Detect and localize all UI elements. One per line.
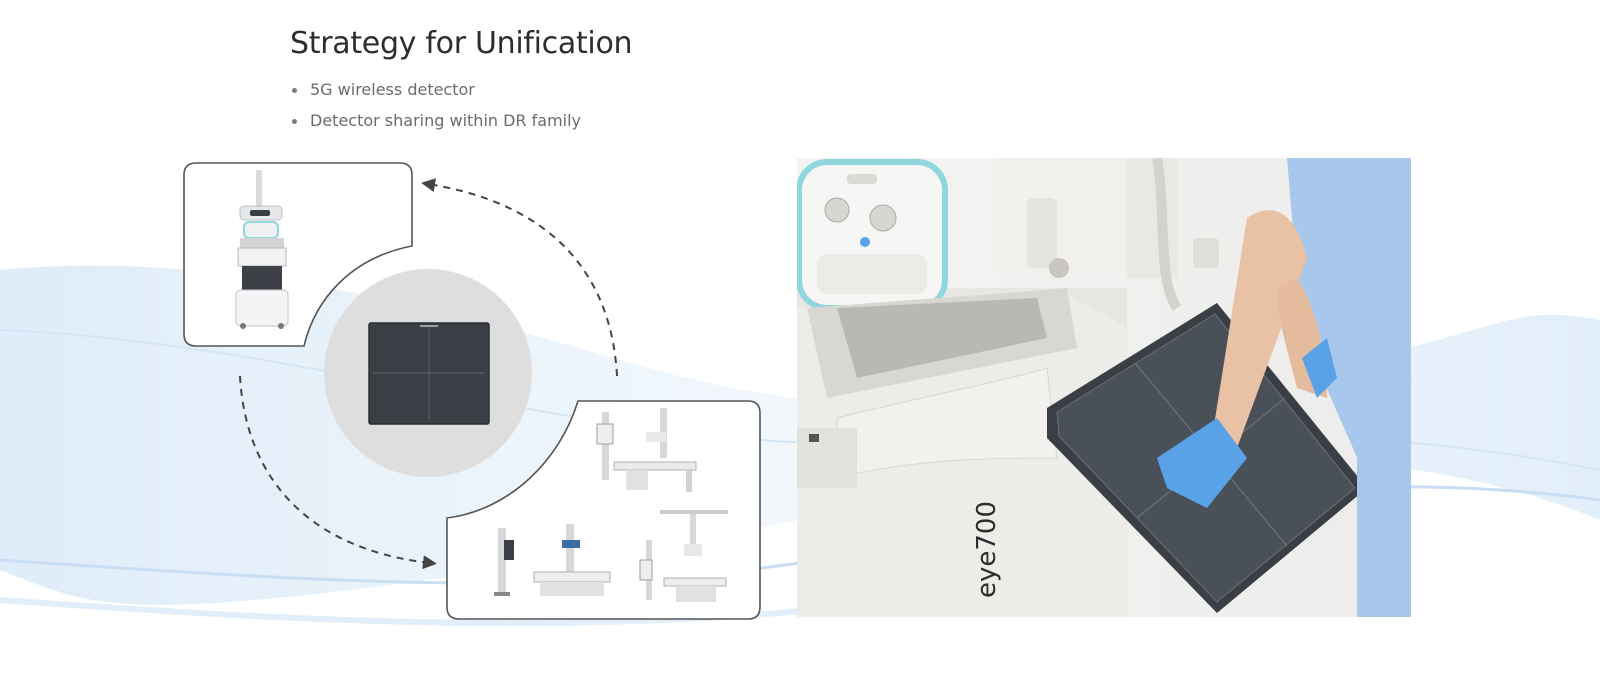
feature-list: 5G wireless detector Detector sharing wi… bbox=[290, 78, 581, 140]
control-handle bbox=[797, 159, 948, 311]
flat-panel-detector-icon bbox=[368, 322, 490, 425]
model-label: eye700 bbox=[972, 501, 1002, 598]
dashed-cycle-arrow-icon bbox=[239, 375, 437, 570]
feature-item: Detector sharing within DR family bbox=[290, 109, 581, 140]
dr-room-panel bbox=[446, 400, 761, 620]
feature-item: 5G wireless detector bbox=[290, 78, 581, 109]
portable-dr-machine-icon bbox=[235, 170, 289, 329]
product-photo: eye700 bbox=[797, 158, 1411, 617]
dr-room-systems-icon bbox=[494, 408, 728, 602]
dashed-cycle-arrow-icon bbox=[421, 178, 618, 377]
person-holding-detector bbox=[1157, 158, 1411, 617]
page-title: Strategy for Unification bbox=[290, 26, 633, 61]
